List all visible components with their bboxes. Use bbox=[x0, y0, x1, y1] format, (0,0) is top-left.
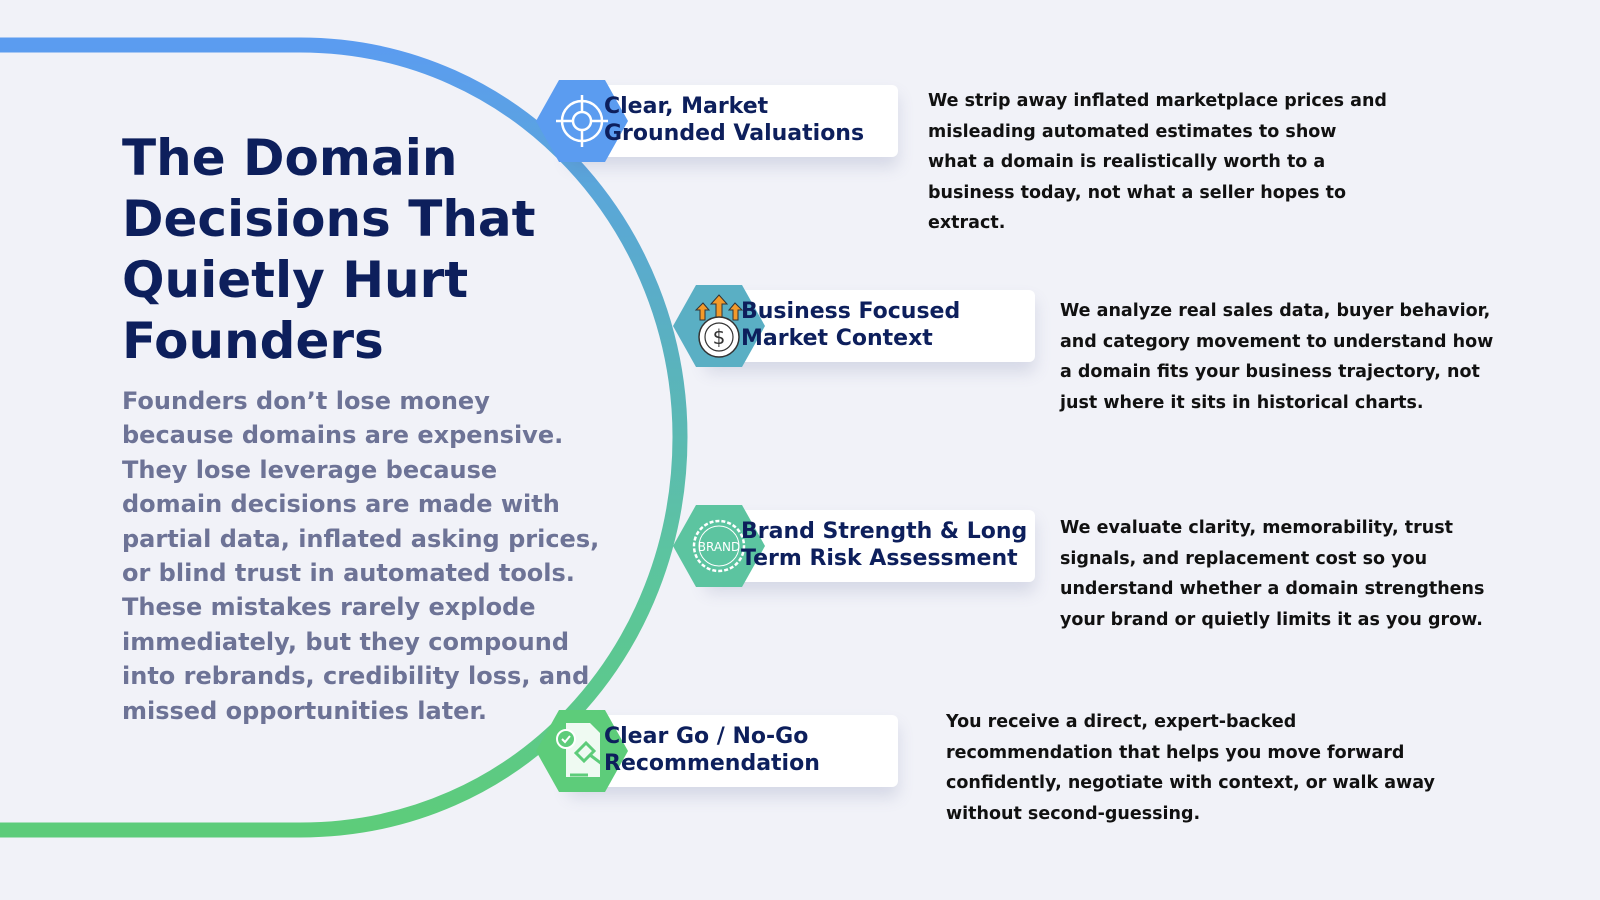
step-label: Brand Strength & Long Term Risk Assessme… bbox=[741, 519, 1028, 571]
step-label: Clear Go / No-Go Recommendation bbox=[604, 724, 820, 776]
step-card-market-context: $ Business Focused Market Context bbox=[673, 285, 1035, 367]
step-description: You receive a direct, expert-backed reco… bbox=[946, 712, 1435, 824]
step-label: Business Focused Market Context bbox=[741, 299, 961, 351]
intro-paragraph: Founders don’t lose money because domain… bbox=[122, 387, 600, 725]
step-description: We evaluate clarity, memorability, trust… bbox=[1060, 518, 1485, 630]
step-card-valuations: Clear, Market Grounded Valuations bbox=[536, 80, 898, 162]
svg-text:$: $ bbox=[713, 325, 726, 349]
step-description: We analyze real sales data, buyer behavi… bbox=[1060, 301, 1494, 413]
step-card-recommendation: Clear Go / No-Go Recommendation bbox=[536, 710, 898, 792]
step-label: Clear, Market Grounded Valuations bbox=[604, 94, 865, 146]
brand-badge-text: BRAND bbox=[698, 540, 741, 554]
step-description: We strip away inflated marketplace price… bbox=[928, 91, 1387, 233]
step-card-brand-strength: BRAND Brand Strength & Long Term Risk As… bbox=[673, 505, 1035, 587]
page-title: The Domain Decisions That Quietly Hurt F… bbox=[122, 129, 536, 370]
